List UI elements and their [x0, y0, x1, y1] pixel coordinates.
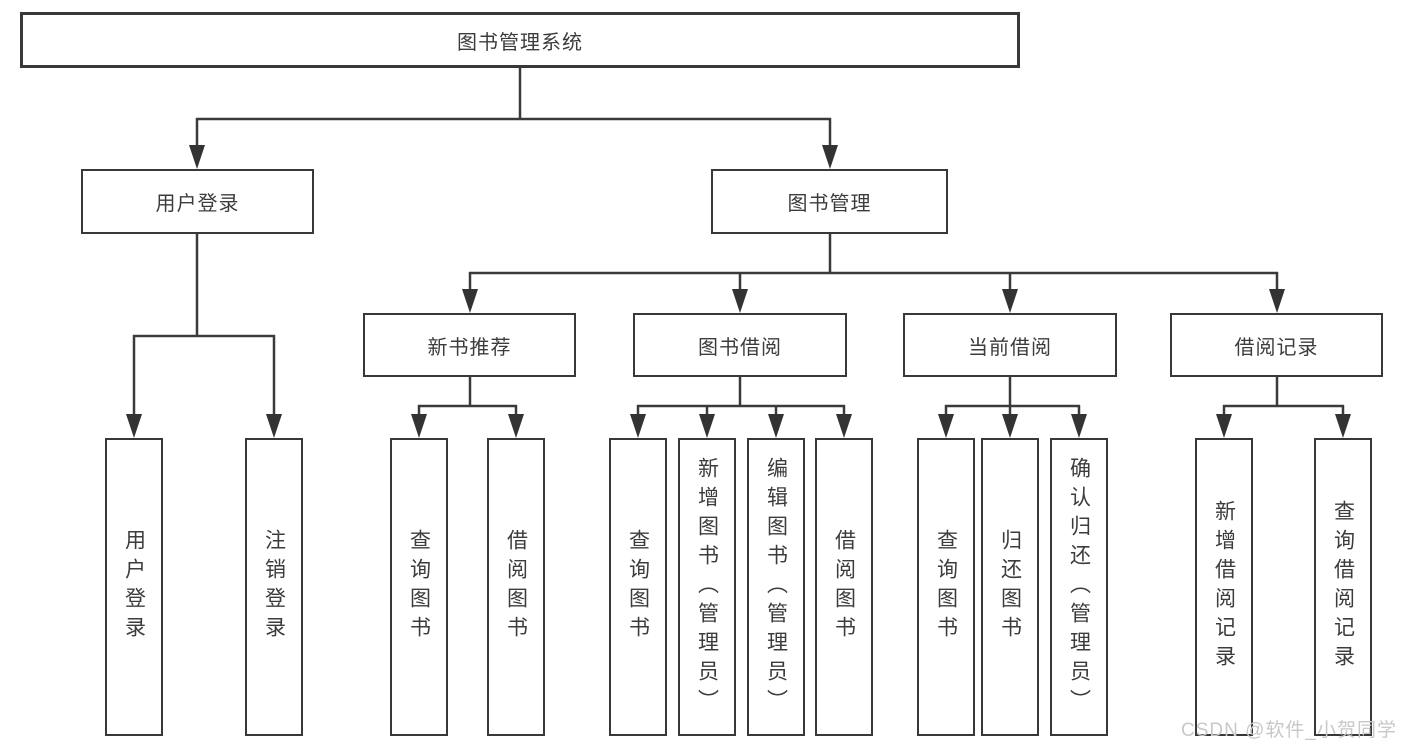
- node-book-management: 图书管理: [711, 169, 948, 234]
- node-label: 用户登录: [122, 529, 146, 645]
- node-root-library-management-system: 图书管理系统: [20, 12, 1020, 68]
- arrowhead: [630, 414, 646, 438]
- leaf-confirm-return-admin: 确认归还（管理员）: [1050, 438, 1108, 736]
- arrowhead: [732, 289, 748, 313]
- node-label: 用户登录: [155, 193, 240, 215]
- arrowhead: [411, 414, 427, 438]
- arrowhead: [1071, 414, 1087, 438]
- arrowhead: [1002, 414, 1018, 438]
- leaf-query-borrow-record: 查询借阅记录: [1314, 438, 1372, 736]
- node-label: 确认归还（管理员）: [1067, 456, 1091, 718]
- leaf-add-book-admin: 新增图书（管理员）: [678, 438, 736, 736]
- node-label: 编辑图书（管理员）: [764, 456, 788, 718]
- node-label: 图书管理: [787, 193, 872, 215]
- node-label: 当前借阅: [968, 336, 1052, 359]
- node-label: 借阅图书: [832, 529, 856, 645]
- node-label: 新书推荐: [427, 336, 512, 359]
- node-label: 归还图书: [998, 529, 1022, 645]
- arrowhead: [1216, 414, 1232, 438]
- node-user-login: 用户登录: [81, 169, 314, 234]
- leaf-borrow-books-borrow: 借阅图书: [815, 438, 873, 736]
- node-label: 新增借阅记录: [1212, 500, 1236, 674]
- leaf-query-books-current: 查询图书: [917, 438, 975, 736]
- node-label: 借阅图书: [504, 529, 528, 645]
- leaf-borrow-books-recommend: 借阅图书: [487, 438, 545, 736]
- connector-book-management-to-level3: [462, 234, 1285, 313]
- arrowhead: [508, 414, 524, 438]
- arrowhead: [126, 414, 142, 438]
- connector-user-login-to-leaves: [126, 234, 282, 438]
- node-label: 图书借阅: [698, 336, 782, 359]
- connector-root-to-level2: [189, 68, 838, 169]
- node-label: 查询图书: [407, 529, 431, 645]
- node-current-borrow: 当前借阅: [903, 313, 1117, 377]
- node-borrow-records: 借阅记录: [1170, 313, 1383, 377]
- arrowhead: [1002, 289, 1018, 313]
- arrowhead: [938, 414, 954, 438]
- arrowhead: [836, 414, 852, 438]
- node-label: 查询借阅记录: [1331, 500, 1355, 674]
- leaf-query-books-recommend: 查询图书: [390, 438, 448, 736]
- leaf-query-books-borrow: 查询图书: [609, 438, 667, 736]
- leaf-user-login: 用户登录: [105, 438, 163, 736]
- connector-borrow-records-to-leaves: [1216, 377, 1351, 438]
- arrowhead: [1335, 414, 1351, 438]
- leaf-add-borrow-record: 新增借阅记录: [1195, 438, 1253, 736]
- connector-current-borrow-to-leaves: [938, 377, 1087, 438]
- arrowhead: [462, 289, 478, 313]
- node-book-borrow: 图书借阅: [633, 313, 847, 377]
- node-label: 新增图书（管理员）: [695, 456, 719, 718]
- node-new-book-recommend: 新书推荐: [363, 313, 576, 377]
- arrowhead: [1269, 289, 1285, 313]
- arrowhead: [768, 414, 784, 438]
- node-label: 查询图书: [934, 529, 958, 645]
- node-label: 图书管理系统: [457, 31, 583, 54]
- arrowhead: [189, 145, 205, 169]
- node-label: 查询图书: [626, 529, 650, 645]
- connector-book-borrow-to-leaves: [630, 377, 852, 438]
- leaf-logout: 注销登录: [245, 438, 303, 736]
- leaf-return-books: 归还图书: [981, 438, 1039, 736]
- node-label: 借阅记录: [1234, 336, 1319, 359]
- node-label: 注销登录: [262, 529, 286, 645]
- connector-new-book-recommend-to-leaves: [411, 377, 524, 438]
- arrowhead: [266, 414, 282, 438]
- arrowhead: [699, 414, 715, 438]
- leaf-edit-book-admin: 编辑图书（管理员）: [747, 438, 805, 736]
- csdn-watermark: CSDN @软件_小贺同学: [1181, 720, 1397, 741]
- arrowhead: [822, 145, 838, 169]
